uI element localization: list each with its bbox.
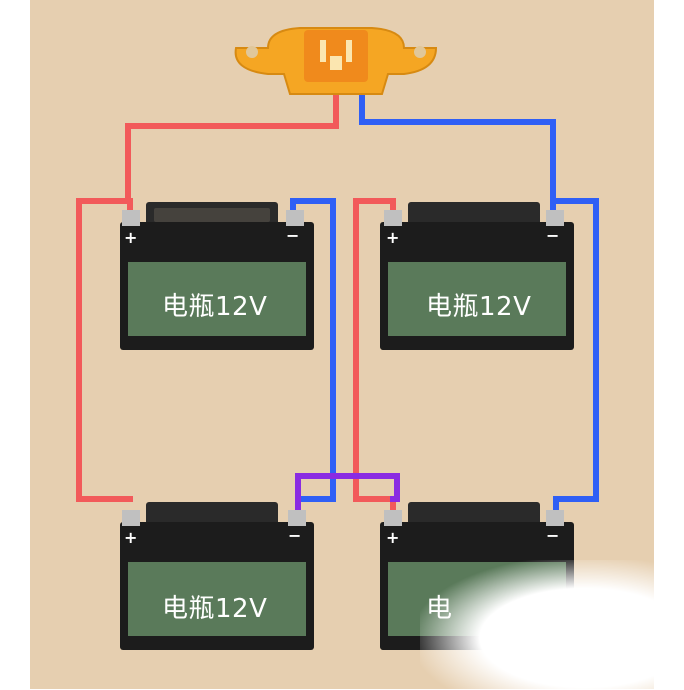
battery-2-plus-sign: + bbox=[386, 228, 400, 247]
positive-wire-top-left bbox=[76, 198, 133, 215]
battery-3-plus-sign: + bbox=[124, 528, 138, 547]
power-connector bbox=[234, 27, 438, 95]
battery-bottom-left bbox=[120, 502, 314, 650]
left-margin bbox=[0, 0, 30, 689]
battery-1-plus-sign: + bbox=[124, 228, 138, 247]
battery-1-minus-sign: − bbox=[286, 226, 300, 245]
battery-4-minus-sign: − bbox=[546, 526, 560, 545]
battery-3-minus-sign: − bbox=[288, 526, 302, 545]
battery-2-label: 电瓶12V bbox=[426, 292, 532, 322]
battery-top-right bbox=[380, 202, 574, 350]
battery-2-minus-sign: − bbox=[546, 226, 560, 245]
battery-1-label: 电瓶12V bbox=[162, 292, 268, 322]
battery-4-plus-sign: + bbox=[386, 528, 400, 547]
bridge-wire bbox=[295, 473, 400, 515]
image-smudge-overlay bbox=[420, 560, 655, 690]
right-margin bbox=[654, 0, 684, 689]
battery-top-left bbox=[120, 202, 314, 350]
negative-wire-right bbox=[359, 92, 599, 515]
battery-3-label: 电瓶12V bbox=[162, 594, 268, 624]
